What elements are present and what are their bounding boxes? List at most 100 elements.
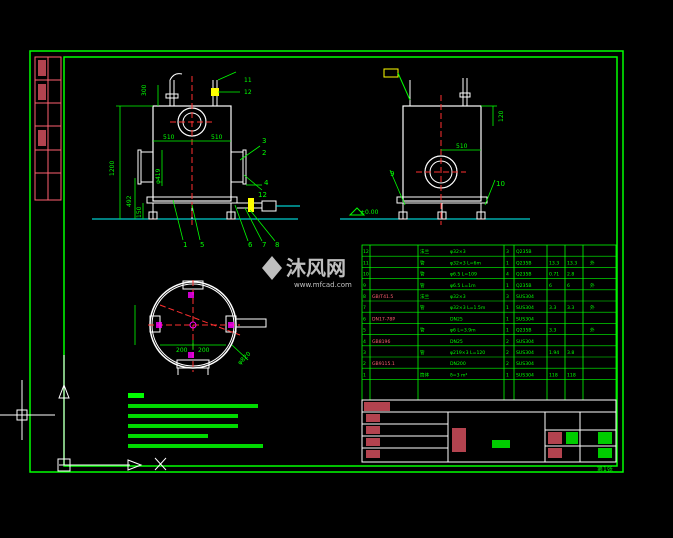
bom-cell-w2: 118 — [567, 372, 576, 378]
callout-10: 10 — [496, 180, 505, 188]
bom-cell-w2: 6 — [567, 283, 570, 289]
bom-cell-note: 外 — [590, 282, 595, 289]
bom-cell-name: 管 — [420, 259, 425, 266]
callout-7: 7 — [262, 241, 266, 249]
watermark-brand: 沐风网 — [286, 256, 346, 280]
bom-cell-no: 11 — [363, 260, 369, 266]
bom-cell-name: 管 — [420, 304, 425, 311]
bom-cell-mat: SUS304 — [516, 294, 534, 300]
bom-cell-no: 2 — [363, 361, 366, 367]
bom-cell-note: 外 — [590, 259, 595, 266]
callout-12: 12 — [258, 191, 267, 199]
bom-cell-qty: 3 — [506, 294, 509, 300]
bom-cell-mat: Q235B — [516, 328, 532, 334]
bom-cell-w2: 2.8 — [567, 272, 574, 278]
dim-1200: 1200 — [109, 161, 116, 176]
bom-cell-spec: φ219×3 L=120 — [450, 350, 485, 356]
watermark-logo-icon — [262, 256, 282, 280]
bom-cell-spec: DN25 — [450, 316, 463, 322]
bom-cell-code: GB/T41.5 — [372, 294, 393, 300]
bom-cell-no: 1 — [363, 372, 366, 378]
callout-9: 9 — [390, 170, 394, 178]
dim-side-120: 120 — [498, 110, 505, 122]
technical-notes — [128, 393, 263, 448]
bom-table — [361, 244, 617, 401]
bom-cell-spec: φ32×3 L=1.5m — [450, 305, 486, 311]
bom-cell-name: 管 — [420, 282, 425, 289]
bom-cell-mat: Q235B — [516, 283, 532, 289]
bom-cell-qty: 1 — [506, 316, 509, 322]
bom-cell-spec: φ6.5 L=109 — [450, 272, 477, 278]
outer-frame — [29, 50, 624, 473]
bom-cell-qty: 1 — [506, 305, 509, 311]
bom-cell-w1: 3.3 — [549, 328, 556, 334]
bom-cell-code: DN17-78P — [372, 316, 395, 322]
bom-cell-spec: DN200 — [450, 361, 466, 367]
callout-5: 5 — [200, 241, 204, 249]
side-view — [340, 68, 530, 225]
bom-cell-mat: Q235B — [516, 272, 532, 278]
callout-4: 4 — [264, 179, 269, 187]
bom-cell-qty: 1 — [506, 328, 509, 334]
bom-cell-qty: 3 — [506, 249, 509, 255]
bom-cell-name: 法兰 — [420, 293, 430, 300]
bom-cell-mat: Q235B — [516, 249, 532, 255]
bom-cell-mat: SUS304 — [516, 361, 534, 367]
plan-view — [134, 280, 267, 375]
bom-cell-spec: δ=3 m² — [450, 372, 468, 378]
bom-cell-w1: 6 — [549, 283, 552, 289]
bom-cell-name: 筒体 — [420, 371, 430, 378]
dim-510-left: 510 — [163, 134, 175, 141]
bom-cell-mat: SUS304 — [516, 316, 534, 322]
bom-cell-w1: 13.3 — [549, 260, 559, 266]
bom-cell-no: 5 — [363, 328, 366, 334]
dim-492: 492 — [126, 195, 133, 207]
bom-cell-spec: DN25 — [450, 339, 463, 345]
bom-cell-no: 7 — [363, 305, 366, 311]
bom-cell-mat: SUS304 — [516, 350, 534, 356]
bom-cell-no: 9 — [363, 283, 366, 289]
bom-cell-spec: φ32×3 L=6m — [450, 260, 481, 266]
bom-cell-spec: φ32×3 — [450, 249, 466, 255]
bom-cell-note: 外 — [590, 304, 595, 311]
bom-cell-w2: 3.3 — [567, 305, 574, 311]
watermark: 沐风网 www.mfcad.com — [262, 256, 352, 289]
dim-12: 12 — [244, 89, 252, 96]
title-block — [361, 399, 617, 463]
plan-dim-dia: φ820 — [236, 350, 252, 366]
bom-cell-no: 10 — [363, 272, 369, 278]
bom-cell-mat: SUS304 — [516, 372, 534, 378]
bom-cell-spec: φ6.5 L=1m — [450, 283, 476, 289]
bom-cell-spec: φ32×3 — [450, 294, 466, 300]
bom-cell-name: 法兰 — [420, 248, 430, 255]
bom-cell-spec: φ6 L=3.9m — [450, 328, 476, 334]
dim-side-510: 510 — [456, 143, 468, 150]
bom-cell-name: 管 — [420, 349, 425, 356]
bom-cell-w1: 118 — [549, 372, 558, 378]
bom-cell-qty: 2 — [506, 361, 509, 367]
dim-300: 300 — [141, 84, 148, 96]
bom-cell-w1: 0.71 — [549, 272, 559, 278]
bom-cell-qty: 2 — [506, 350, 509, 356]
watermark-url: www.mfcad.com — [294, 281, 352, 289]
bom-cell-w2: 3.8 — [567, 350, 574, 356]
dim-510-right: 510 — [211, 134, 223, 141]
bom-cell-w1: 1.94 — [549, 350, 559, 356]
bom-cell-qty: 4 — [506, 272, 509, 278]
bom-cell-note: 外 — [590, 327, 595, 334]
bom-cell-qty: 1 — [506, 283, 509, 289]
callout-3: 3 — [262, 137, 266, 145]
callout-6: 6 — [248, 241, 253, 249]
bom-cell-no: 12 — [363, 249, 369, 255]
bom-cell-mat: SUS304 — [516, 339, 534, 345]
callout-8: 8 — [275, 241, 279, 249]
ucs-icon — [0, 355, 167, 472]
bom-cell-no: 6 — [363, 316, 366, 322]
bom-cell-mat: SUS304 — [516, 305, 534, 311]
bom-cell-name: 管 — [420, 271, 425, 278]
bom-cell-no: 3 — [363, 350, 366, 356]
inner-frame — [63, 56, 618, 467]
dim-11: 11 — [244, 77, 252, 84]
